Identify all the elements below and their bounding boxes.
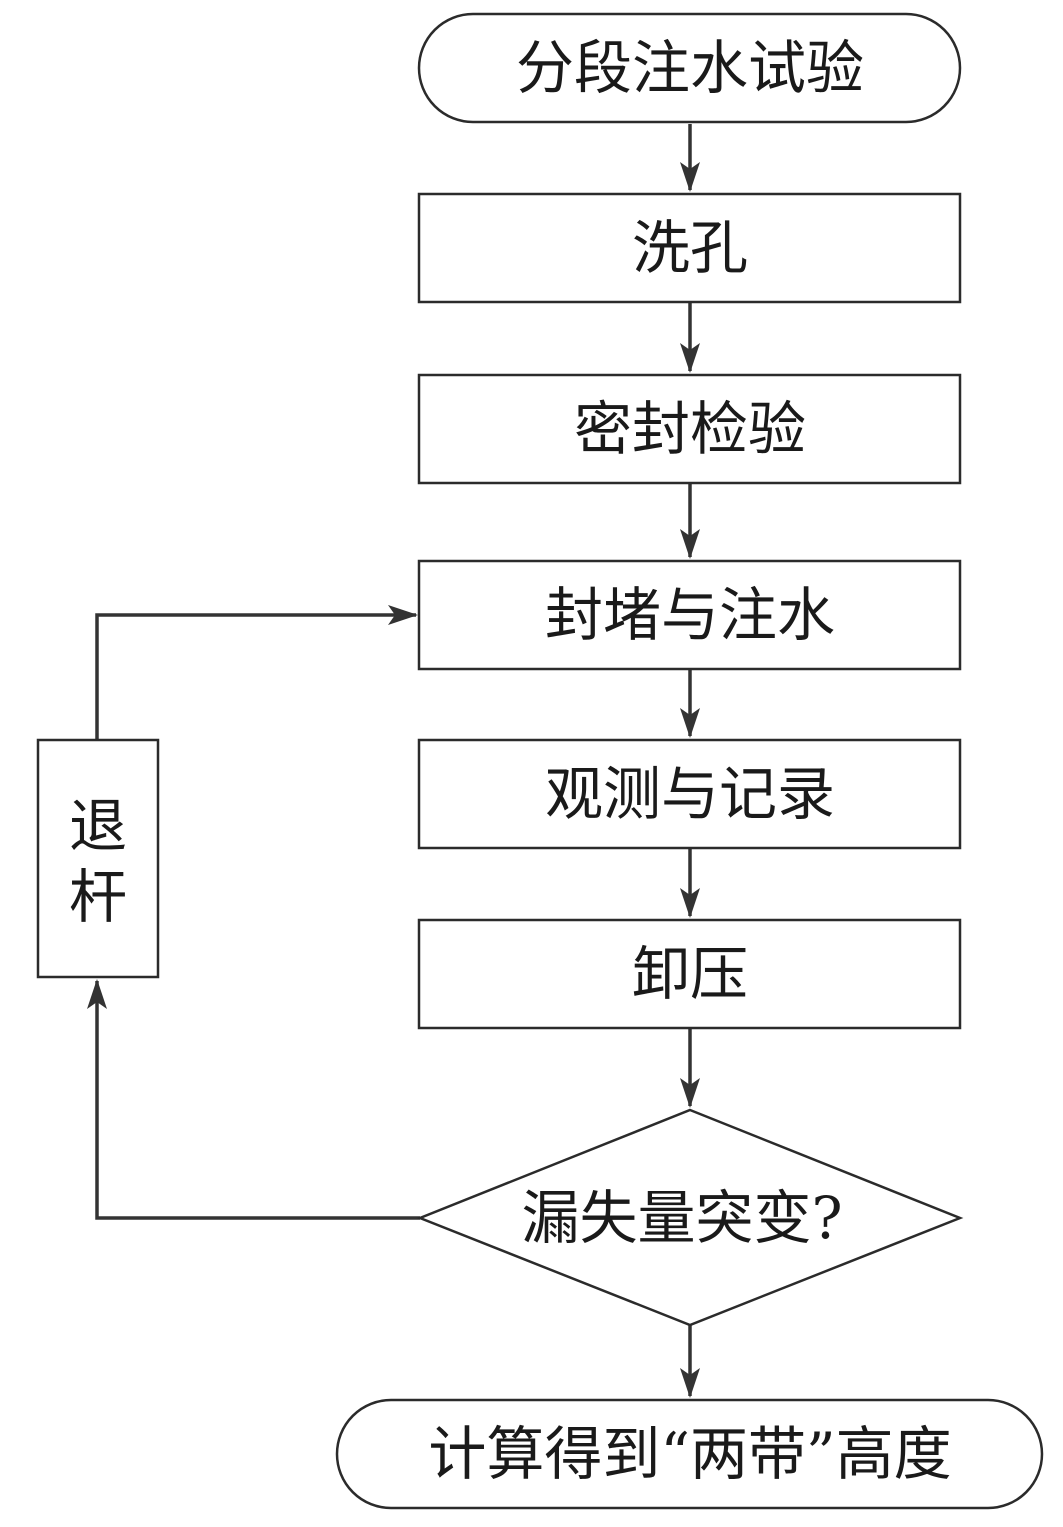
start-label: 分段注水试验 — [516, 34, 864, 102]
retract-process: 退 杆 — [36, 738, 160, 979]
retract-label-line-2: 杆 — [69, 863, 127, 931]
plug-inject-process: 封堵与注水 — [417, 559, 962, 671]
end-label: 计算得到“两带”高度 — [428, 1420, 951, 1488]
connectors — [87, 124, 700, 1398]
edge-retract-plug-inject — [95, 605, 418, 740]
unload-process: 卸压 — [417, 918, 962, 1030]
seal-check-label: 密封检验 — [574, 395, 806, 463]
retract-label-line-1: 退 — [69, 792, 127, 860]
seal-check-process: 密封检验 — [417, 373, 962, 485]
wash-process: 洗孔 — [417, 192, 962, 304]
end-terminal: 计算得到“两带”高度 — [335, 1398, 1044, 1510]
decision-diamond: 漏失量突变? — [416, 1108, 964, 1327]
plug-inject-label: 封堵与注水 — [545, 581, 835, 649]
observe-process: 观测与记录 — [417, 738, 962, 850]
wash-label: 洗孔 — [632, 214, 748, 282]
observe-label: 观测与记录 — [545, 760, 835, 828]
decision-label: 漏失量突变? — [521, 1184, 842, 1252]
start-terminal: 分段注水试验 — [417, 12, 962, 124]
edge-decision-retract — [87, 979, 420, 1220]
unload-label: 卸压 — [632, 940, 748, 1008]
